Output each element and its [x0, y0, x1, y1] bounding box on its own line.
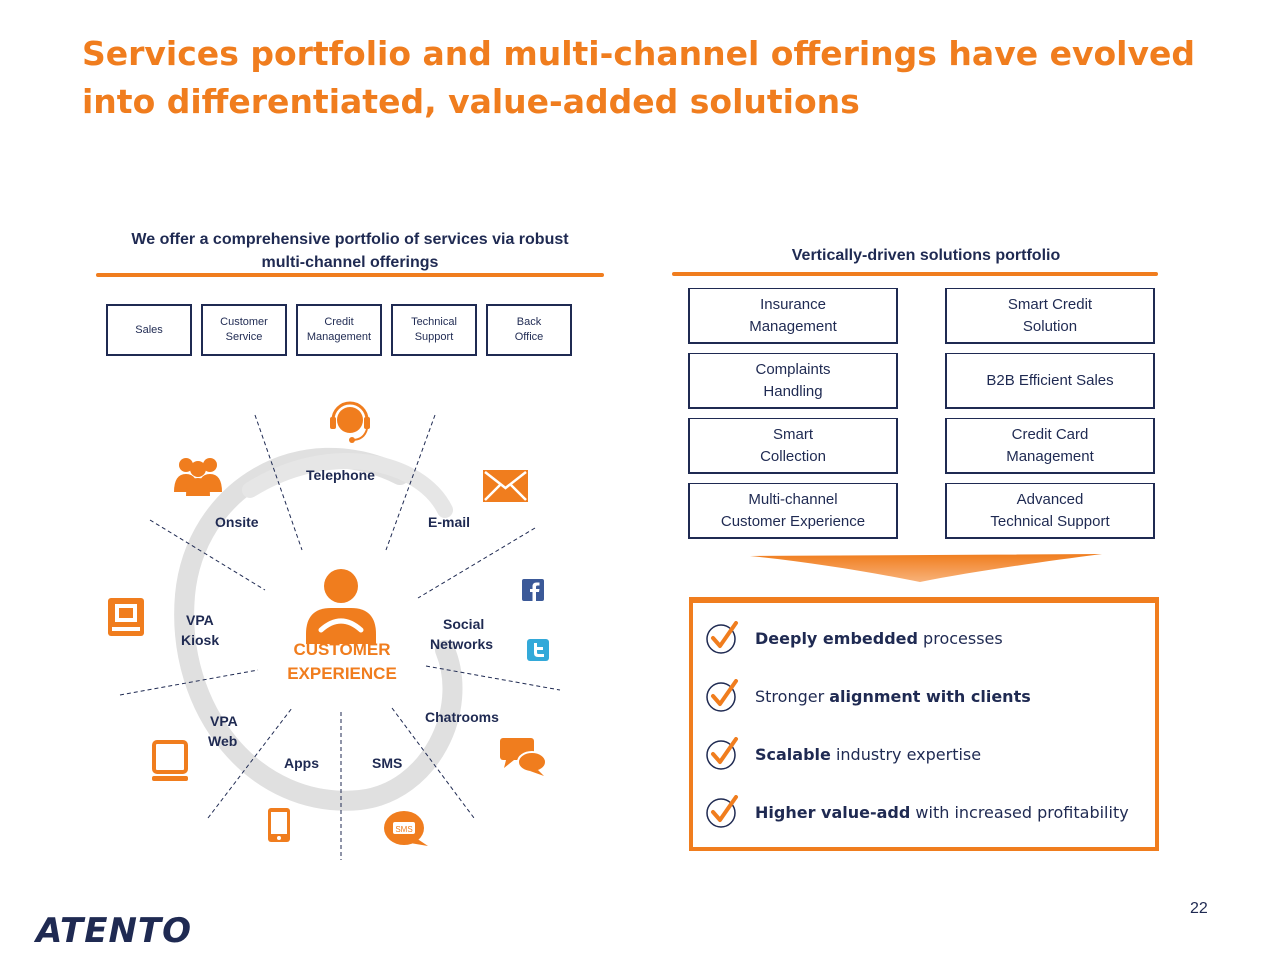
page-number: 22 — [1190, 900, 1208, 917]
solution-label: Management — [1006, 447, 1094, 465]
channel-social-line2: Networks — [430, 636, 493, 652]
benefit-item: Scalable industry expertise — [705, 736, 1145, 772]
checkmark-icon — [706, 621, 738, 654]
headset-icon — [330, 401, 370, 443]
atento-logo: ATENTO — [36, 911, 193, 951]
benefit-text: Deeply embedded processes — [755, 628, 1003, 648]
channel-chatrooms: Chatrooms — [425, 709, 499, 725]
benefit-text: Scalable industry expertise — [755, 744, 982, 764]
channel-email: E-mail — [428, 514, 470, 530]
solution-label: Customer Experience — [720, 512, 866, 530]
benefit-item: Stronger alignment with clients — [705, 678, 1145, 714]
kiosk-icon — [108, 598, 144, 636]
twitter-icon — [527, 639, 549, 661]
solutions-heading: Vertically-driven solutions portfolio — [791, 247, 1061, 264]
checkmark-icon — [706, 795, 738, 828]
envelope-icon — [483, 470, 528, 502]
solution-label: Smart Credit — [1007, 295, 1093, 313]
customer-experience-line2: EXPERIENCE — [287, 664, 397, 683]
solutions-heading-underline — [672, 272, 1158, 276]
portfolio-heading-line1: We offer a comprehensive portfolio of se… — [131, 231, 569, 248]
solution-label: Management — [749, 317, 837, 335]
customer-person-icon — [306, 569, 376, 644]
benefits-panel — [689, 597, 1159, 851]
solution-label: Technical Support — [990, 512, 1110, 530]
channel-telephone: Telephone — [306, 467, 375, 483]
benefit-text: Higher value-add with increased profitab… — [755, 802, 1129, 822]
checkmark-icon — [706, 737, 738, 770]
solution-label: Solution — [1022, 317, 1078, 335]
channel-sms: SMS — [372, 755, 402, 771]
portfolio-heading-line2: multi-channel offerings — [261, 254, 439, 271]
service-label: Service — [225, 331, 263, 343]
solution-label: Advanced — [1016, 490, 1084, 508]
channel-vpa-kiosk-line1: VPA — [186, 612, 214, 628]
benefit-text: Stronger alignment with clients — [755, 686, 1031, 706]
checkmark-icon — [706, 679, 738, 712]
solution-label: Insurance — [760, 295, 826, 313]
computer-icon — [152, 740, 188, 781]
solution-label: Multi-channel — [748, 490, 838, 508]
funnel-arrow-icon — [750, 554, 1102, 582]
page-title: Services portfolio and multi-channel off… — [82, 34, 1195, 121]
ring-swoosh-top — [242, 453, 453, 518]
solution-label: Collection — [760, 447, 826, 465]
service-label: Office — [514, 331, 544, 343]
benefit-item: Deeply embedded processes — [705, 620, 1145, 656]
channel-social-line1: Social — [443, 616, 484, 632]
solution-label: Handling — [763, 382, 823, 400]
channel-diagram: SMS Telephone E-mail Onsite Social Netwo… — [108, 401, 561, 860]
portfolio-heading-underline — [96, 273, 604, 277]
solution-b2b-efficient-sales: B2B Efficient Sales — [945, 353, 1155, 409]
channel-onsite: Onsite — [215, 514, 259, 530]
solution-label: Credit Card — [1011, 425, 1089, 443]
service-label: Management — [306, 331, 372, 343]
solution-label: Complaints — [755, 360, 831, 378]
benefit-item: Higher value-add with increased profitab… — [705, 794, 1145, 830]
service-label: Credit — [324, 316, 354, 328]
chat-bubbles-icon — [500, 738, 547, 776]
channel-vpa-web-line1: VPA — [210, 713, 238, 729]
service-label: Customer — [220, 316, 268, 328]
channel-apps: Apps — [284, 755, 319, 771]
service-label: Back — [516, 316, 542, 328]
facebook-icon — [522, 579, 544, 601]
channel-vpa-kiosk-line2: Kiosk — [181, 632, 219, 648]
service-label: Sales — [135, 323, 163, 336]
customer-experience-line1: CUSTOMER — [293, 640, 391, 659]
solution-label: Smart — [772, 425, 813, 443]
customer-experience-label: CUSTOMER EXPERIENCE — [282, 638, 402, 686]
group-icon — [174, 458, 222, 496]
divider-lines — [119, 414, 561, 860]
sms-bubble-text: SMS — [395, 825, 412, 834]
service-box-sales: Sales — [106, 304, 192, 356]
channel-vpa-web-line2: Web — [208, 733, 237, 749]
service-label: Technical — [411, 316, 457, 328]
sms-bubble-icon: SMS — [384, 811, 428, 846]
service-label: Support — [414, 331, 454, 343]
mobile-phone-icon — [268, 808, 290, 842]
solution-label: B2B Efficient Sales — [986, 371, 1114, 389]
portfolio-heading: We offer a comprehensive portfolio of se… — [100, 228, 600, 274]
